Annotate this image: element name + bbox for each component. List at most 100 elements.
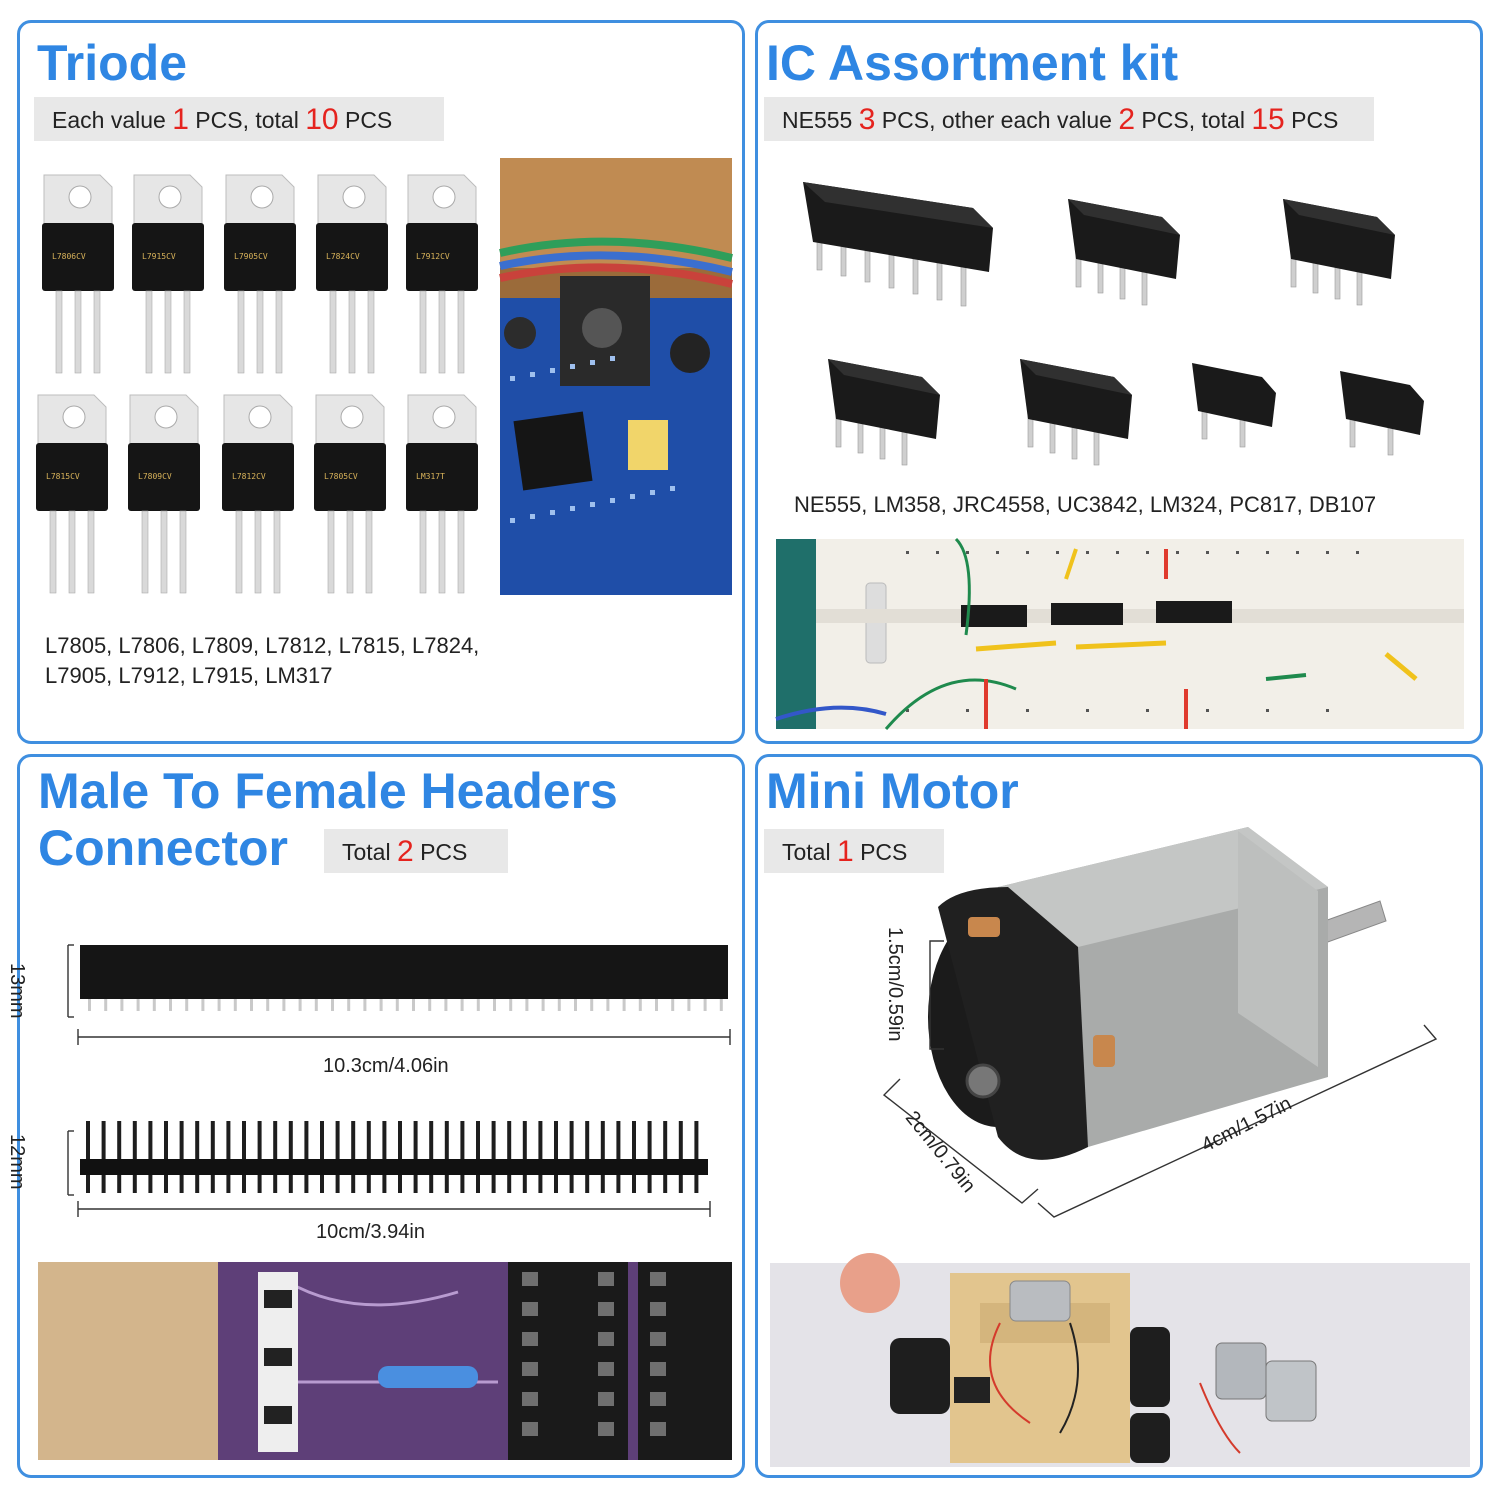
qty-text: PCS (344, 107, 393, 133)
male-height-label: 12mm (6, 1134, 28, 1190)
qty-text: PCS (860, 839, 908, 865)
parts-line: L7905, L7912, L7915, LM317 (45, 662, 333, 688)
header-pin (195, 1121, 200, 1193)
regulator-chip: L7905CV (223, 174, 297, 374)
svg-text:L7815CV: L7815CV (46, 472, 80, 481)
regulator-chip: L7912CV (405, 174, 479, 374)
header-pin (606, 999, 610, 1011)
ic-chip (802, 181, 994, 307)
header-pin (509, 999, 513, 1011)
svg-text:L7812CV: L7812CV (232, 472, 266, 481)
regulator-grid-image: L7806CV L7915CV L7905CV L7824CV L7912CV … (35, 174, 479, 594)
header-pin (266, 999, 270, 1011)
svg-text:L7806CV: L7806CV (52, 252, 86, 261)
header-pin (379, 999, 383, 1011)
parts-line: L7805, L7806, L7809, L7812, L7815, L7824… (45, 633, 480, 658)
header-pin (554, 1121, 558, 1193)
regulator-chip: L7812CV (221, 394, 295, 594)
header-pin (428, 999, 432, 1011)
header-pin (569, 1121, 574, 1193)
female-length-label: 10.3cm/4.06in (323, 1055, 449, 1077)
header-pin (351, 1121, 356, 1193)
svg-text:L7805CV: L7805CV (324, 472, 358, 481)
header-pin (538, 1121, 543, 1193)
header-pin (585, 1121, 590, 1193)
header-pin (335, 1121, 340, 1193)
male-header-image (67, 1121, 711, 1217)
ic-chip (1282, 198, 1396, 306)
motor-height-label: 1.5cm/0.59in (884, 927, 906, 1042)
header-pin (412, 999, 415, 1011)
header-pin (250, 999, 253, 1011)
breadboard-photo (775, 537, 1464, 730)
header-pin (429, 1121, 434, 1193)
header-pin (169, 999, 172, 1011)
motor-title: Mini Motor (766, 763, 1019, 819)
qty-number: 10 (305, 103, 339, 136)
regulator-chip: L7915CV (131, 174, 205, 374)
header-pin (86, 1121, 90, 1193)
headers-title: Male To Female Headers Connector (38, 763, 618, 877)
header-pin (507, 1121, 512, 1193)
header-pin (491, 1121, 496, 1193)
ic-chip (1067, 198, 1181, 306)
header-pin (320, 1121, 324, 1193)
header-pin (632, 1121, 636, 1193)
svg-text:LM317T: LM317T (416, 472, 445, 481)
qty-number: 1 (836, 835, 854, 868)
header-pin (616, 1121, 621, 1193)
female-height-label: 13mm (6, 963, 28, 1019)
header-pin (493, 999, 496, 1011)
ic-chip (1339, 370, 1425, 456)
header-pin (366, 1121, 371, 1193)
header-pin (314, 999, 318, 1011)
motor-qty-badge: Total 1 PCS (764, 829, 944, 873)
qty-text: Each value (52, 107, 166, 133)
qty-number: 1 (172, 103, 189, 136)
header-pin (242, 1121, 246, 1193)
triode-title: Triode (37, 35, 188, 91)
header-pin (476, 999, 480, 1011)
header-pin (413, 1121, 418, 1193)
header-pin (671, 999, 675, 1011)
ic-parts-list: NE555, LM358, JRC4558, UC3842, LM324, PC… (794, 492, 1377, 517)
header-pin (120, 999, 124, 1011)
qty-text: PCS, total (1141, 107, 1245, 133)
qty-number: 15 (1251, 103, 1285, 136)
regulator-chip: LM317T (405, 394, 479, 594)
ic-chip (1191, 362, 1277, 448)
header-pin (663, 1121, 668, 1193)
header-pin (117, 1121, 122, 1193)
header-pin (647, 1121, 652, 1193)
title-line: Male To Female Headers (38, 763, 618, 819)
ic-chips-image (802, 181, 1425, 466)
regulator-chip: L7805CV (313, 394, 387, 594)
header-pin (233, 999, 237, 1011)
header-pin (132, 1121, 137, 1193)
qty-text: PCS, other each value (881, 107, 1112, 133)
header-pin (331, 999, 334, 1011)
header-pin (522, 1121, 527, 1193)
header-pin (101, 1121, 106, 1193)
header-pin (148, 1121, 153, 1193)
qty-text: PCS, total (195, 107, 299, 133)
header-pin (694, 1121, 699, 1193)
ic-qty-badge: NE555 3 PCS, other each value 2 PCS, tot… (764, 97, 1374, 141)
header-pin (622, 999, 626, 1011)
header-pin (88, 999, 91, 1011)
header-pin (590, 999, 594, 1011)
header-pin (395, 999, 399, 1011)
headers-qty-badge: Total 2 PCS (324, 829, 508, 873)
motor-car-photo (770, 1253, 1470, 1467)
panel-mini-motor: Mini Motor Total 1 PCS 1.5cm/0.59in 2cm/… (755, 754, 1483, 1478)
header-pin (164, 1121, 168, 1193)
qty-number: 2 (396, 835, 414, 868)
header-pin (460, 1121, 465, 1193)
qty-number: 3 (858, 103, 876, 136)
header-pin (476, 1121, 480, 1193)
header-pin (304, 1121, 309, 1193)
header-pin (363, 999, 367, 1011)
header-pin (210, 1121, 215, 1193)
qty-text: NE555 (782, 107, 853, 133)
header-pin (460, 999, 464, 1011)
